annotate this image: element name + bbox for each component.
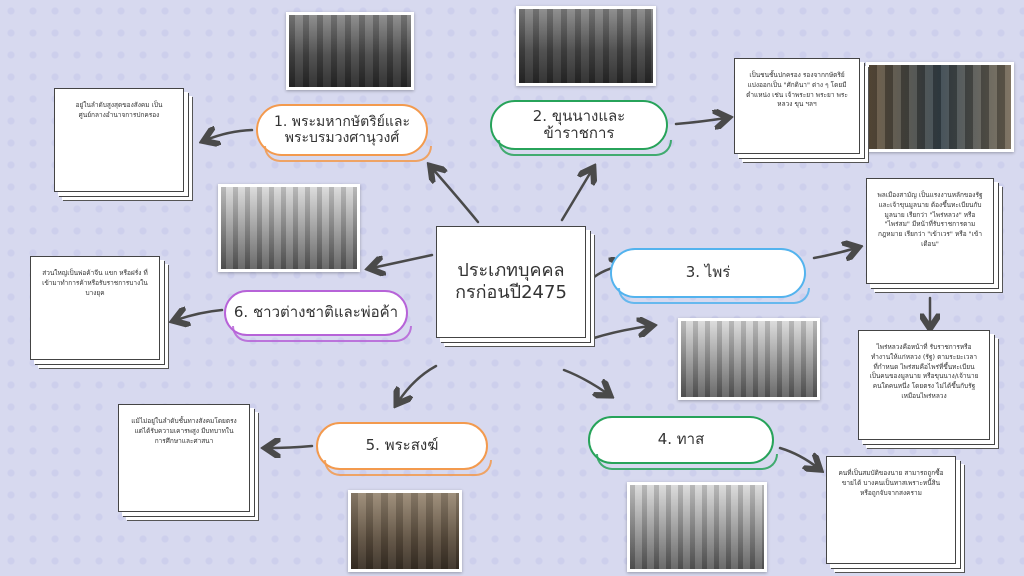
- arrow-center-to-node2: [560, 170, 592, 222]
- note-node3: พลเมืองสามัญ เป็นแรงงานหลักของรัฐและเจ้า…: [866, 178, 994, 284]
- photo-foreign-ceremony: [218, 184, 360, 272]
- note-node6: ส่วนใหญ่เป็นพ่อค้าจีน แขก หรือฝรั่ง ที่เ…: [30, 256, 160, 360]
- note-node1: อยู่ในลำดับสูงสุดของสังคม เป็นศูนย์กลางอ…: [54, 88, 184, 192]
- arrow-node6-to-note: [176, 310, 224, 320]
- arrow-center-to-node4: [562, 368, 608, 394]
- note-node2: เป็นชนชั้นปกครอง รองจากกษัตริย์ แบ่งออกเ…: [734, 58, 860, 154]
- note-node2-text: เป็นชนชั้นปกครอง รองจากกษัตริย์ แบ่งออกเ…: [746, 71, 848, 109]
- photo-slaves: [627, 482, 767, 572]
- node-6-label: 6. ชาวต่างชาติและพ่อค้า: [233, 303, 399, 322]
- note-node3b-text: ไพร่หลวงคือหน้าที่ รับราชการหรือทำงานให้…: [869, 343, 979, 400]
- node-3-commoners: 3. ไพร่: [610, 248, 810, 304]
- note-node3b: ไพร่หลวงคือหน้าที่ รับราชการหรือทำงานให้…: [858, 330, 990, 440]
- center-title-box: ประเภทบุคคลกรก่อนปี2475: [436, 226, 586, 338]
- node-4-label: 4. ทาส: [657, 430, 705, 449]
- node-5-monks: 5. พระสงฆ์: [316, 422, 492, 476]
- photo-commoners: [678, 318, 820, 400]
- photo-monks: [348, 490, 462, 572]
- arrow-center-to-node6: [372, 253, 434, 268]
- node-6-foreigners-merchants: 6. ชาวต่างชาติและพ่อค้า: [224, 290, 412, 342]
- arrow-center-to-node5: [398, 364, 438, 402]
- note-node3-text: พลเมืองสามัญ เป็นแรงงานหลักของรัฐและเจ้า…: [877, 191, 983, 248]
- note-node4-text: คนที่เป็นสมบัติของนาย สามารถถูกซื้อขายได…: [838, 469, 944, 497]
- node-2-label: 2. ขุนนางและข้าราชการ: [532, 106, 626, 142]
- node-3-label: 3. ไพร่: [685, 263, 731, 282]
- center-title: ประเภทบุคคลกรก่อนปี2475: [455, 259, 567, 304]
- arrow-node3-to-note: [812, 248, 856, 258]
- arrow-node4-to-note: [778, 446, 818, 468]
- node-4-slaves: 4. ทาส: [588, 416, 778, 470]
- node-5-label: 5. พระสงฆ์: [365, 436, 439, 455]
- arrow-node5-to-note: [268, 446, 314, 448]
- arrow-node1-to-note: [206, 130, 254, 140]
- node-1-label: 1. พระมหากษัตริย์และพระบรมวงศานุวงศ์: [273, 113, 411, 146]
- note-node4: คนที่เป็นสมบัติของนาย สามารถถูกซื้อขายได…: [826, 456, 956, 564]
- note-node1-text: อยู่ในลำดับสูงสุดของสังคม เป็นศูนย์กลางอ…: [75, 101, 163, 119]
- node-1-king-royals: 1. พระมหากษัตริย์และพระบรมวงศานุวงศ์: [256, 104, 432, 162]
- note-node5: แม้ไม่อยู่ในลำดับชั้นทางสังคมโดยตรง แต่ไ…: [118, 404, 250, 512]
- arrow-node2-to-note: [674, 118, 726, 124]
- arrow-center-to-node1: [432, 168, 480, 224]
- photo-royal-group: [286, 12, 414, 90]
- photo-officials-street: [866, 62, 1014, 152]
- note-node6-text: ส่วนใหญ่เป็นพ่อค้าจีน แขก หรือฝรั่ง ที่เ…: [42, 269, 148, 297]
- node-2-nobles-officials: 2. ขุนนางและข้าราชการ: [490, 100, 672, 156]
- note-node5-text: แม้ไม่อยู่ในลำดับชั้นทางสังคมโดยตรง แต่ไ…: [131, 417, 237, 445]
- arrow-center-to-node3b: [592, 326, 650, 340]
- photo-nobles-group: [516, 6, 656, 86]
